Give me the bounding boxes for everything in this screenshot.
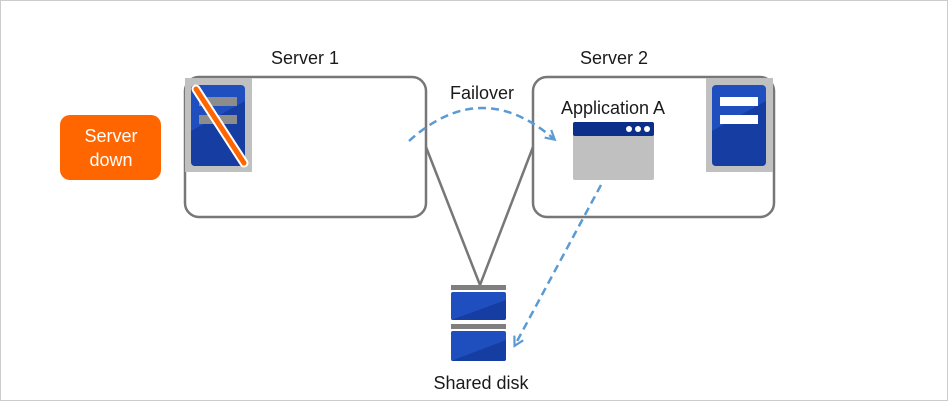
server-down-badge: Server down [60,115,161,180]
server-icon [706,78,773,172]
server-crossed-icon [185,78,252,172]
failover-label: Failover [450,83,514,103]
connector-server1-disk [424,146,482,286]
data-access-arrow [515,184,603,345]
connector-server2-disk [478,146,535,286]
server2-label: Server 2 [580,48,648,68]
application-window-icon [573,122,654,180]
server1-label: Server 1 [271,48,339,68]
server-down-line1: Server [84,126,137,146]
application-label: Application A [561,98,665,118]
shared-disk-label: Shared disk [433,373,529,393]
server2-node: Server 2 Application A [531,48,776,219]
server1-node: Server 1 [183,48,428,219]
server-down-line2: down [89,150,132,170]
failover-arrow: Failover [408,83,554,142]
shared-disk-icon [451,285,506,361]
